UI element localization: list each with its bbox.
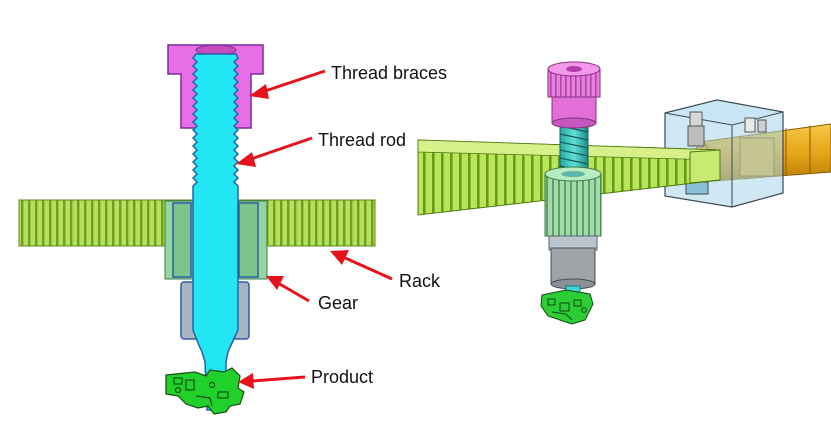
thread-braces-3d bbox=[547, 61, 601, 129]
product-details bbox=[173, 377, 229, 407]
gear-inner-right bbox=[238, 202, 259, 278]
label-rack: Rack bbox=[399, 271, 441, 291]
arrow-gear bbox=[266, 276, 310, 303]
label-gear: Gear bbox=[318, 293, 359, 313]
pointer-arrows bbox=[236, 69, 393, 389]
arrow-thread-rod bbox=[236, 136, 313, 167]
arrow-product bbox=[238, 373, 306, 389]
product-3d-details bbox=[547, 298, 587, 321]
label-product: Product bbox=[311, 367, 374, 387]
section-view bbox=[18, 44, 376, 415]
label-thread-braces: Thread braces bbox=[331, 63, 448, 83]
product-3d bbox=[540, 289, 594, 325]
arrow-rack bbox=[330, 250, 393, 281]
gear-3d bbox=[544, 166, 602, 251]
label-thread-rod: Thread rod bbox=[318, 130, 407, 150]
gear-sleeve-3d bbox=[550, 247, 596, 299]
isometric-view bbox=[417, 61, 831, 325]
arrow-thread-braces bbox=[249, 69, 326, 99]
thread-rod-section bbox=[191, 53, 240, 411]
gear-inner-left bbox=[172, 202, 192, 278]
